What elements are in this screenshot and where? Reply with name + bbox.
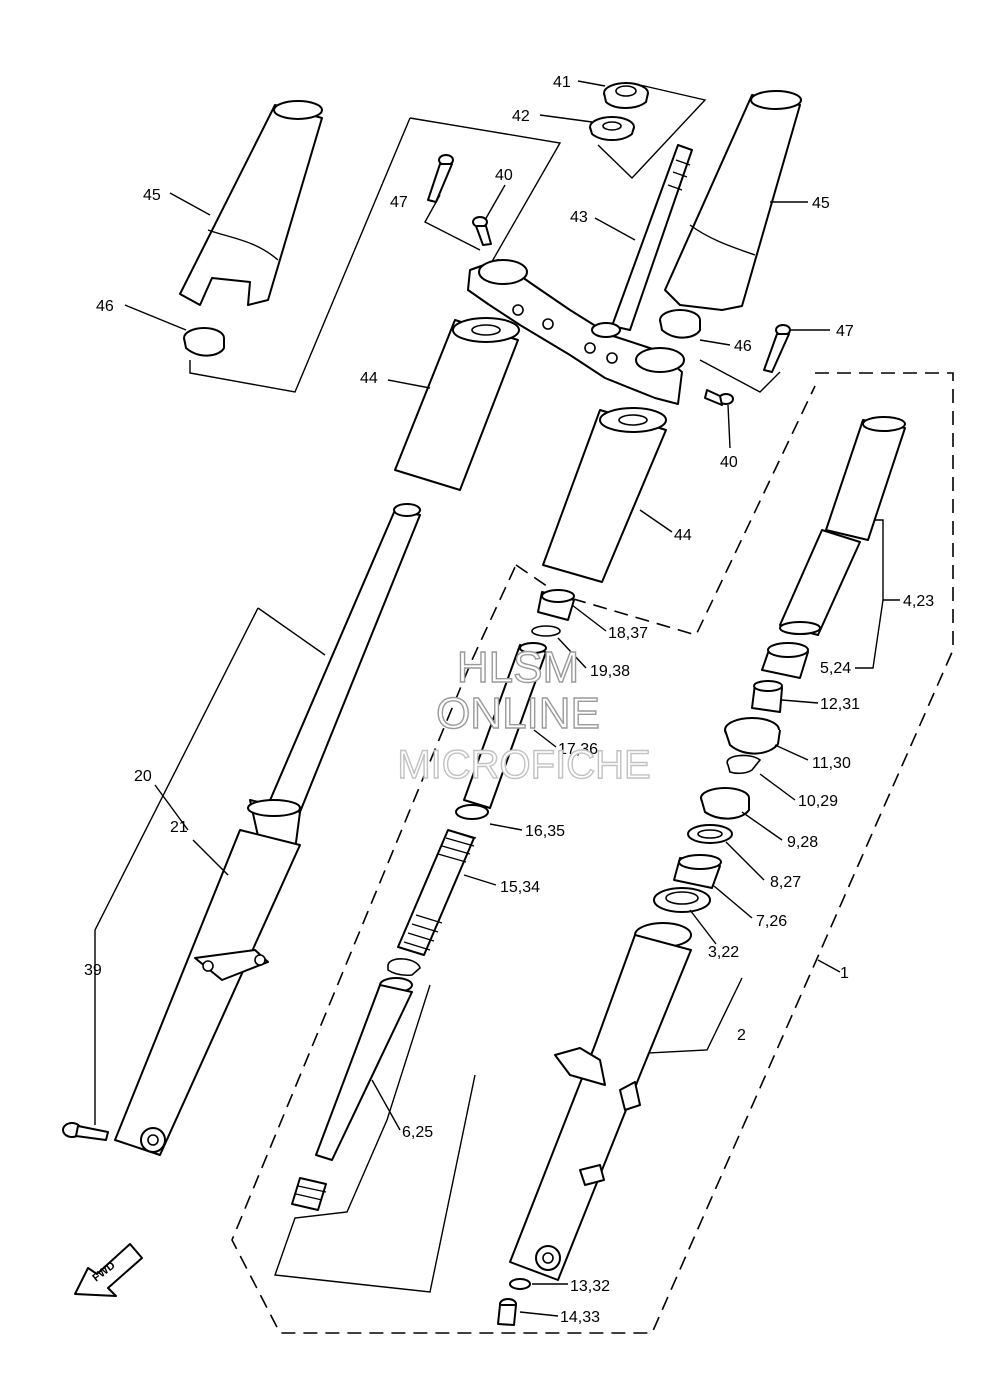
fork-tube-cover-left [394, 317, 520, 491]
watermark-line-2: ONLINE [436, 689, 600, 738]
inner-tube [779, 416, 906, 636]
callout-44-left: 44 [360, 370, 378, 387]
outer-tube-ring [653, 887, 711, 913]
callout-12-31: 12,31 [820, 696, 860, 713]
fork-assembly-outline [231, 372, 954, 1334]
callout-20: 20 [134, 768, 152, 785]
cover-ring-left [183, 327, 225, 357]
fork-spring [397, 829, 477, 956]
fork-tube-cover-right [542, 407, 667, 583]
callout-6-25: 6,25 [402, 1124, 433, 1141]
callout-5-24: 5,24 [820, 660, 851, 677]
pinch-bolt-upper [472, 216, 492, 246]
cap-bolt [537, 589, 575, 621]
outer-tube [509, 922, 692, 1281]
oil-lock-piece-small [751, 680, 783, 713]
fork-leg-left-assembly [114, 503, 421, 1156]
callout-4-23: 4,23 [903, 593, 934, 610]
damper-clip [387, 958, 421, 977]
callout-21: 21 [170, 819, 188, 836]
callout-17-36: 17,36 [558, 741, 598, 758]
callout-39: 39 [84, 962, 102, 979]
fork-cover-left [179, 100, 323, 306]
callout-45-left: 45 [143, 187, 161, 204]
callout-47-left: 47 [390, 194, 408, 211]
fwd-arrow-icon: FWD [74, 1243, 143, 1297]
callout-40-lower: 40 [720, 454, 738, 471]
callout-43: 43 [570, 209, 588, 226]
cover-ring-right [659, 309, 701, 339]
drain-bolt [497, 1298, 517, 1326]
spring-seat [455, 804, 489, 820]
callout-10-29: 10,29 [798, 793, 838, 810]
inner-fork-outline [515, 385, 816, 636]
pinch-bolt-lower [704, 389, 734, 406]
handle-crown [467, 259, 685, 405]
watermark-line-1: HLSM [457, 643, 579, 692]
slide-bush [761, 642, 809, 679]
callout-19-38: 19,38 [590, 663, 630, 680]
callout-7-26: 7,26 [756, 913, 787, 930]
retaining-clip [726, 754, 762, 775]
drain-washer [509, 1278, 531, 1290]
seal-washer [687, 824, 733, 844]
callout-16-35: 16,35 [525, 823, 565, 840]
callout-46-right: 46 [734, 338, 752, 355]
callout-41: 41 [553, 74, 571, 91]
callout-42: 42 [512, 108, 530, 125]
steering-stem [611, 144, 693, 331]
callout-14-33: 14,33 [560, 1309, 600, 1326]
callout-8-27: 8,27 [770, 874, 801, 891]
callout-11-30: 11,30 [812, 755, 851, 772]
damper-rod [291, 977, 413, 1211]
callout-3-22: 3,22 [708, 944, 739, 961]
callout-45-right: 45 [812, 195, 830, 212]
callout-40-upper: 40 [495, 167, 513, 184]
steering-washer [589, 116, 635, 141]
callout-18-37: 18,37 [608, 625, 648, 642]
axle-pinch-bolt [62, 1122, 109, 1141]
spacer [463, 642, 547, 809]
callout-46-left: 46 [96, 298, 114, 315]
guide-bush [673, 854, 722, 889]
clamp-bolt-left [427, 154, 454, 203]
callout-47-right: 47 [836, 323, 854, 340]
steering-nut [603, 82, 649, 109]
callout-2: 2 [737, 1027, 746, 1044]
clamp-bolt-right [763, 324, 791, 373]
callout-13-32: 13,32 [570, 1278, 610, 1295]
callout-9-28: 9,28 [787, 834, 818, 851]
oil-seal [700, 787, 750, 820]
fork-cover-right [664, 90, 802, 311]
dust-seal [724, 717, 781, 755]
watermark-line-3: MICROFICHE [397, 743, 650, 787]
o-ring [531, 625, 561, 637]
callout-1: 1 [840, 965, 849, 982]
callout-44-right: 44 [674, 527, 692, 544]
callout-15-34: 15,34 [500, 879, 540, 896]
